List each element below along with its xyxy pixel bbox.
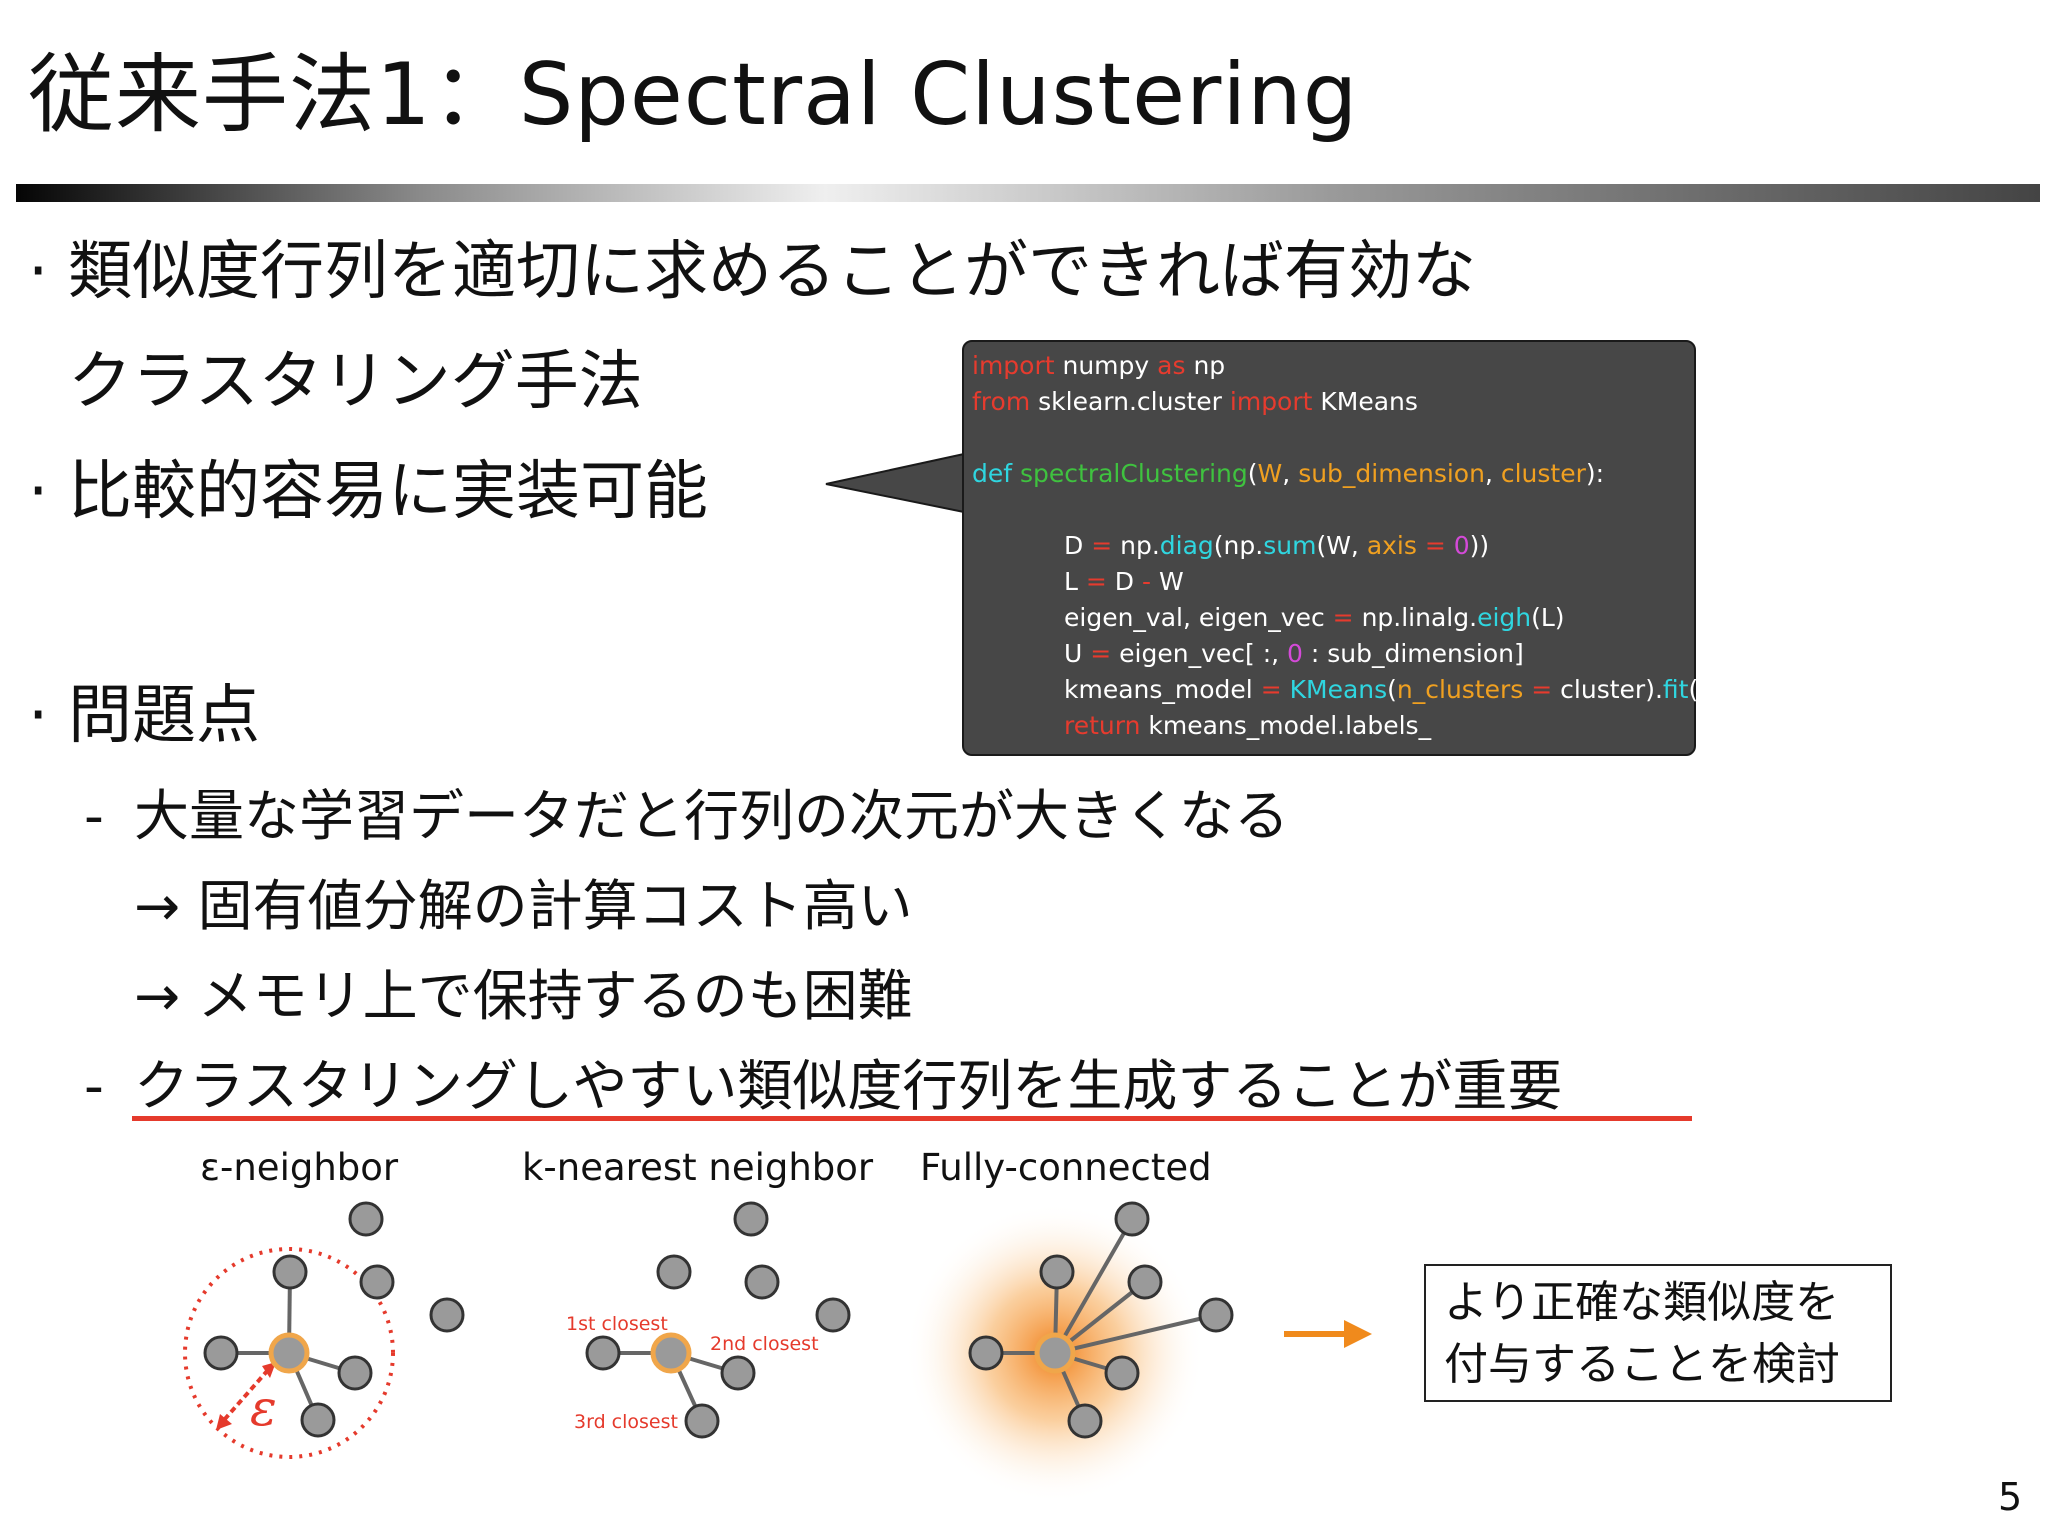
code-line-1: import numpy as np (972, 351, 1226, 380)
problem-item-1a: → 固有値分解の計算コスト高い (134, 866, 913, 946)
problem-item-2: -クラスタリングしやすい類似度行列を生成することが重要 (84, 1046, 1562, 1126)
bullet-3: · 問題点 (28, 668, 260, 764)
code-line-4: D = np.diag(np.sum(W, axis = 0)) (1064, 531, 1490, 560)
dash-marker: - (84, 1054, 104, 1118)
code-line-3: def spectralClustering(W, sub_dimension,… (972, 459, 1605, 488)
result-line-2: 付与することを検討 (1444, 1339, 1840, 1390)
bullet-text: 問題点 (68, 679, 260, 753)
graph-node (968, 1335, 1004, 1371)
graph-node (656, 1254, 692, 1290)
knn-annotation-3rd: 3rd closest (574, 1411, 678, 1433)
title-divider-bar (16, 184, 2040, 202)
eps-symbol: ε (250, 1379, 277, 1437)
graph-node (359, 1264, 395, 1300)
result-note-box: より正確な類似度を 付与することを検討 (1424, 1264, 1892, 1402)
bullet-2: · 比較的容易に実装可能 (28, 444, 708, 540)
knn-graph: 1st closest 2nd closest 3rd closest (566, 1201, 851, 1439)
graph-node (1104, 1355, 1140, 1391)
center-node (650, 1332, 692, 1374)
bullet-text: 類似度行列を適切に求めることができれば有効な (68, 235, 1476, 309)
graph-node (348, 1201, 384, 1237)
problem-item-1b: → メモリ上で保持するのも困難 (134, 956, 913, 1036)
graph-node (720, 1355, 756, 1391)
center-node (1034, 1332, 1076, 1374)
graph-node (203, 1335, 239, 1371)
graph-node (300, 1402, 336, 1438)
center-node (268, 1332, 310, 1374)
graph-node (272, 1254, 308, 1290)
eps-neighbor-label: ε-neighbor (200, 1146, 399, 1189)
fully-connected-label: Fully-connected (920, 1146, 1212, 1189)
eps-neighbor-graph: ε (183, 1201, 465, 1459)
eps-distance-arrow (222, 1368, 270, 1422)
graph-node (1114, 1201, 1150, 1237)
graph-node (337, 1355, 373, 1391)
code-snippet-box: import numpy as np from sklearn.cluster … (962, 340, 1726, 756)
bullet-marker: · (28, 679, 49, 753)
dash-marker: - (84, 784, 104, 848)
problem-text: → メモリ上で保持するのも困難 (134, 964, 913, 1028)
problem-item-1: -大量な学習データだと行列の次元が大きくなる (84, 776, 1289, 856)
bullet-text: 比較的容易に実装可能 (68, 455, 708, 529)
result-line-1: より正確な類似度を (1444, 1277, 1840, 1328)
problem-text: → 固有値分解の計算コスト高い (134, 874, 913, 938)
graph-node (429, 1297, 465, 1333)
graph-node (1039, 1254, 1075, 1290)
code-line-7: U = eigen_vec[ :, 0 : sub_dimension] (1064, 639, 1524, 668)
fully-connected-graph (905, 1201, 1234, 1503)
graph-node (585, 1335, 621, 1371)
bullet-text: クラスタリング手法 (68, 345, 643, 419)
code-line-6: eigen_val, eigen_vec = np.linalg.eigh(L) (1064, 603, 1565, 632)
bullet-marker: · (28, 455, 49, 529)
emphasis-underline (132, 1116, 1692, 1121)
code-line-2: from sklearn.cluster import KMeans (972, 387, 1418, 416)
bullet-1-continued: クラスタリング手法 (68, 334, 643, 430)
graph-node (1198, 1297, 1234, 1333)
knn-annotation-2nd: 2nd closest (710, 1333, 819, 1355)
graph-node (1127, 1264, 1163, 1300)
knn-annotation-1st: 1st closest (566, 1313, 668, 1335)
problem-text: クラスタリングしやすい類似度行列を生成することが重要 (134, 1054, 1563, 1118)
graph-node (815, 1297, 851, 1333)
bullet-1: · 類似度行列を適切に求めることができれば有効な (28, 224, 1476, 320)
graph-node (1067, 1403, 1103, 1439)
code-line-9: return kmeans_model.labels_ (1064, 711, 1432, 740)
code-line-5: L = D - W (1064, 567, 1184, 596)
right-arrow-icon (1284, 1320, 1372, 1348)
graph-node (744, 1264, 780, 1300)
knn-label: k-nearest neighbor (522, 1146, 874, 1189)
code-line-8: kmeans_model = KMeans(n_clusters = clust… (1064, 675, 1727, 704)
graph-node (684, 1403, 720, 1439)
bullet-marker: · (28, 235, 49, 309)
slide-title: 従来手法1：Spectral Clustering (28, 45, 1359, 145)
graph-node (733, 1201, 769, 1237)
page-number: 5 (1998, 1475, 2023, 1519)
problem-text: 大量な学習データだと行列の次元が大きくなる (134, 784, 1290, 848)
eps-radius-circle (183, 1247, 395, 1459)
